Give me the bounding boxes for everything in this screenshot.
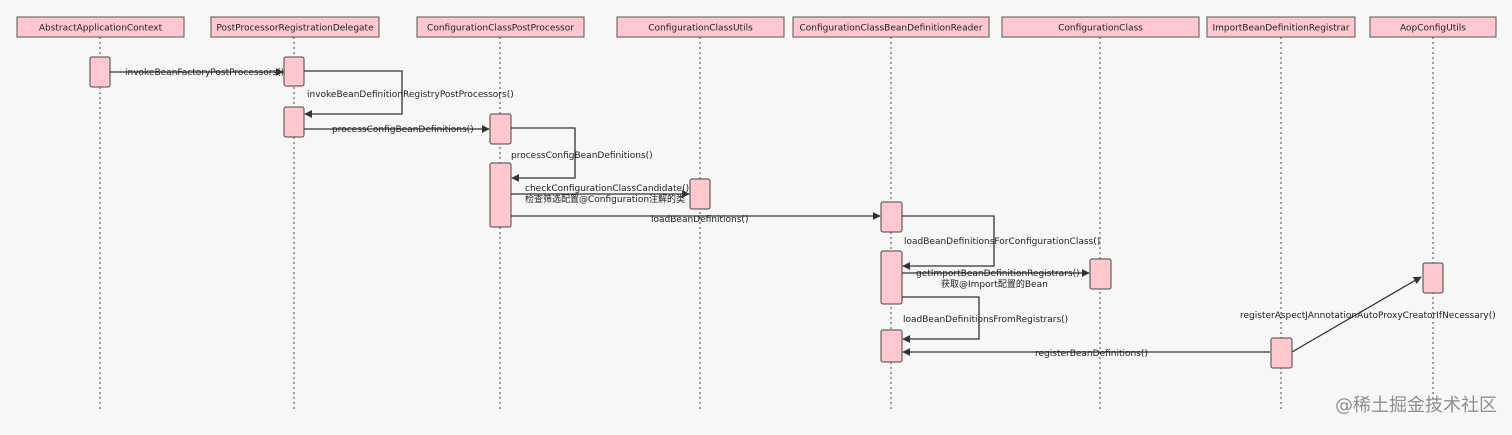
participant-label: ImportBeanDefinitionRegistrar bbox=[1212, 24, 1349, 34]
message-label: checkConfigurationClassCandidate() bbox=[525, 184, 689, 194]
message-label: invokeBeanFactoryPostProcessors() bbox=[125, 68, 284, 78]
participant-abstract-application-context: AbstractApplicationContext bbox=[16, 16, 185, 38]
arrow-m2 bbox=[304, 70, 403, 118]
watermark: @稀土掘金技术社区 bbox=[1335, 395, 1497, 416]
participant-post-processor-registration-delegate: PostProcessorRegistrationDelegate bbox=[210, 16, 380, 38]
activation-box bbox=[283, 106, 305, 138]
message-label: loadBeanDefinitions() bbox=[651, 215, 748, 225]
activation-box bbox=[880, 329, 903, 363]
participant-import-bean-definition-registrar: ImportBeanDefinitionRegistrar bbox=[1206, 16, 1356, 38]
activation-box bbox=[880, 201, 903, 233]
message-arrows bbox=[110, 68, 1422, 356]
activation-box bbox=[89, 56, 111, 88]
message-note: 检查筛选配置@Configuration注解的类 bbox=[525, 193, 685, 205]
participant-configuration-class: ConfigurationClass bbox=[1001, 16, 1200, 38]
message-label: invokeBeanDefinitionRegistryPostProcesso… bbox=[307, 90, 514, 100]
lifelines bbox=[99, 37, 1434, 412]
activation-box bbox=[689, 178, 711, 210]
activation-box bbox=[283, 56, 305, 87]
arrow-m11 bbox=[1291, 276, 1422, 353]
participant-aop-config-utils: AopConfigUtils bbox=[1369, 16, 1497, 38]
participant-configuration-class-utils: ConfigurationClassUtils bbox=[616, 16, 785, 38]
activation-box bbox=[1270, 337, 1293, 369]
message-label: processConfigBeanDefinitions() bbox=[511, 151, 653, 161]
participant-label: ConfigurationClassUtils bbox=[648, 24, 753, 34]
arrow-m4 bbox=[511, 127, 576, 182]
message-label: registerBeanDefinitions() bbox=[1035, 349, 1148, 359]
activation-box bbox=[489, 162, 512, 228]
participant-label: ConfigurationClassPostProcessor bbox=[427, 24, 574, 34]
participant-label: ConfigurationClass bbox=[1058, 24, 1143, 34]
message-label: loadBeanDefinitionsFromRegistrars() bbox=[903, 315, 1068, 325]
message-label: registerAspectJAnnotationAutoProxyCreato… bbox=[1240, 311, 1496, 321]
message-label: processConfigBeanDefinitions() bbox=[332, 125, 474, 135]
participant-label: AopConfigUtils bbox=[1400, 24, 1466, 34]
participant-label: ConfigurationClassBeanDefinitionReader bbox=[799, 24, 982, 34]
arrow-m7 bbox=[902, 215, 995, 270]
message-label: getImportBeanDefinitionRegistrars() bbox=[916, 269, 1080, 279]
arrow-m9 bbox=[902, 296, 980, 343]
participant-configuration-class-post-processor: ConfigurationClassPostProcessor bbox=[416, 16, 585, 38]
activation-box bbox=[1422, 262, 1444, 294]
activation-box bbox=[1089, 258, 1112, 290]
activation-box bbox=[880, 250, 903, 305]
activation-box bbox=[489, 113, 512, 145]
message-note: 获取@Import配置的Bean bbox=[941, 278, 1048, 290]
message-label: loadBeanDefinitionsForConfigurationClass… bbox=[904, 237, 1100, 247]
participant-label: PostProcessorRegistrationDelegate bbox=[216, 24, 374, 34]
participant-configuration-class-bean-definition-reader: ConfigurationClassBeanDefinitionReader bbox=[792, 16, 990, 38]
activations bbox=[89, 56, 1444, 369]
participant-label: AbstractApplicationContext bbox=[39, 24, 163, 34]
